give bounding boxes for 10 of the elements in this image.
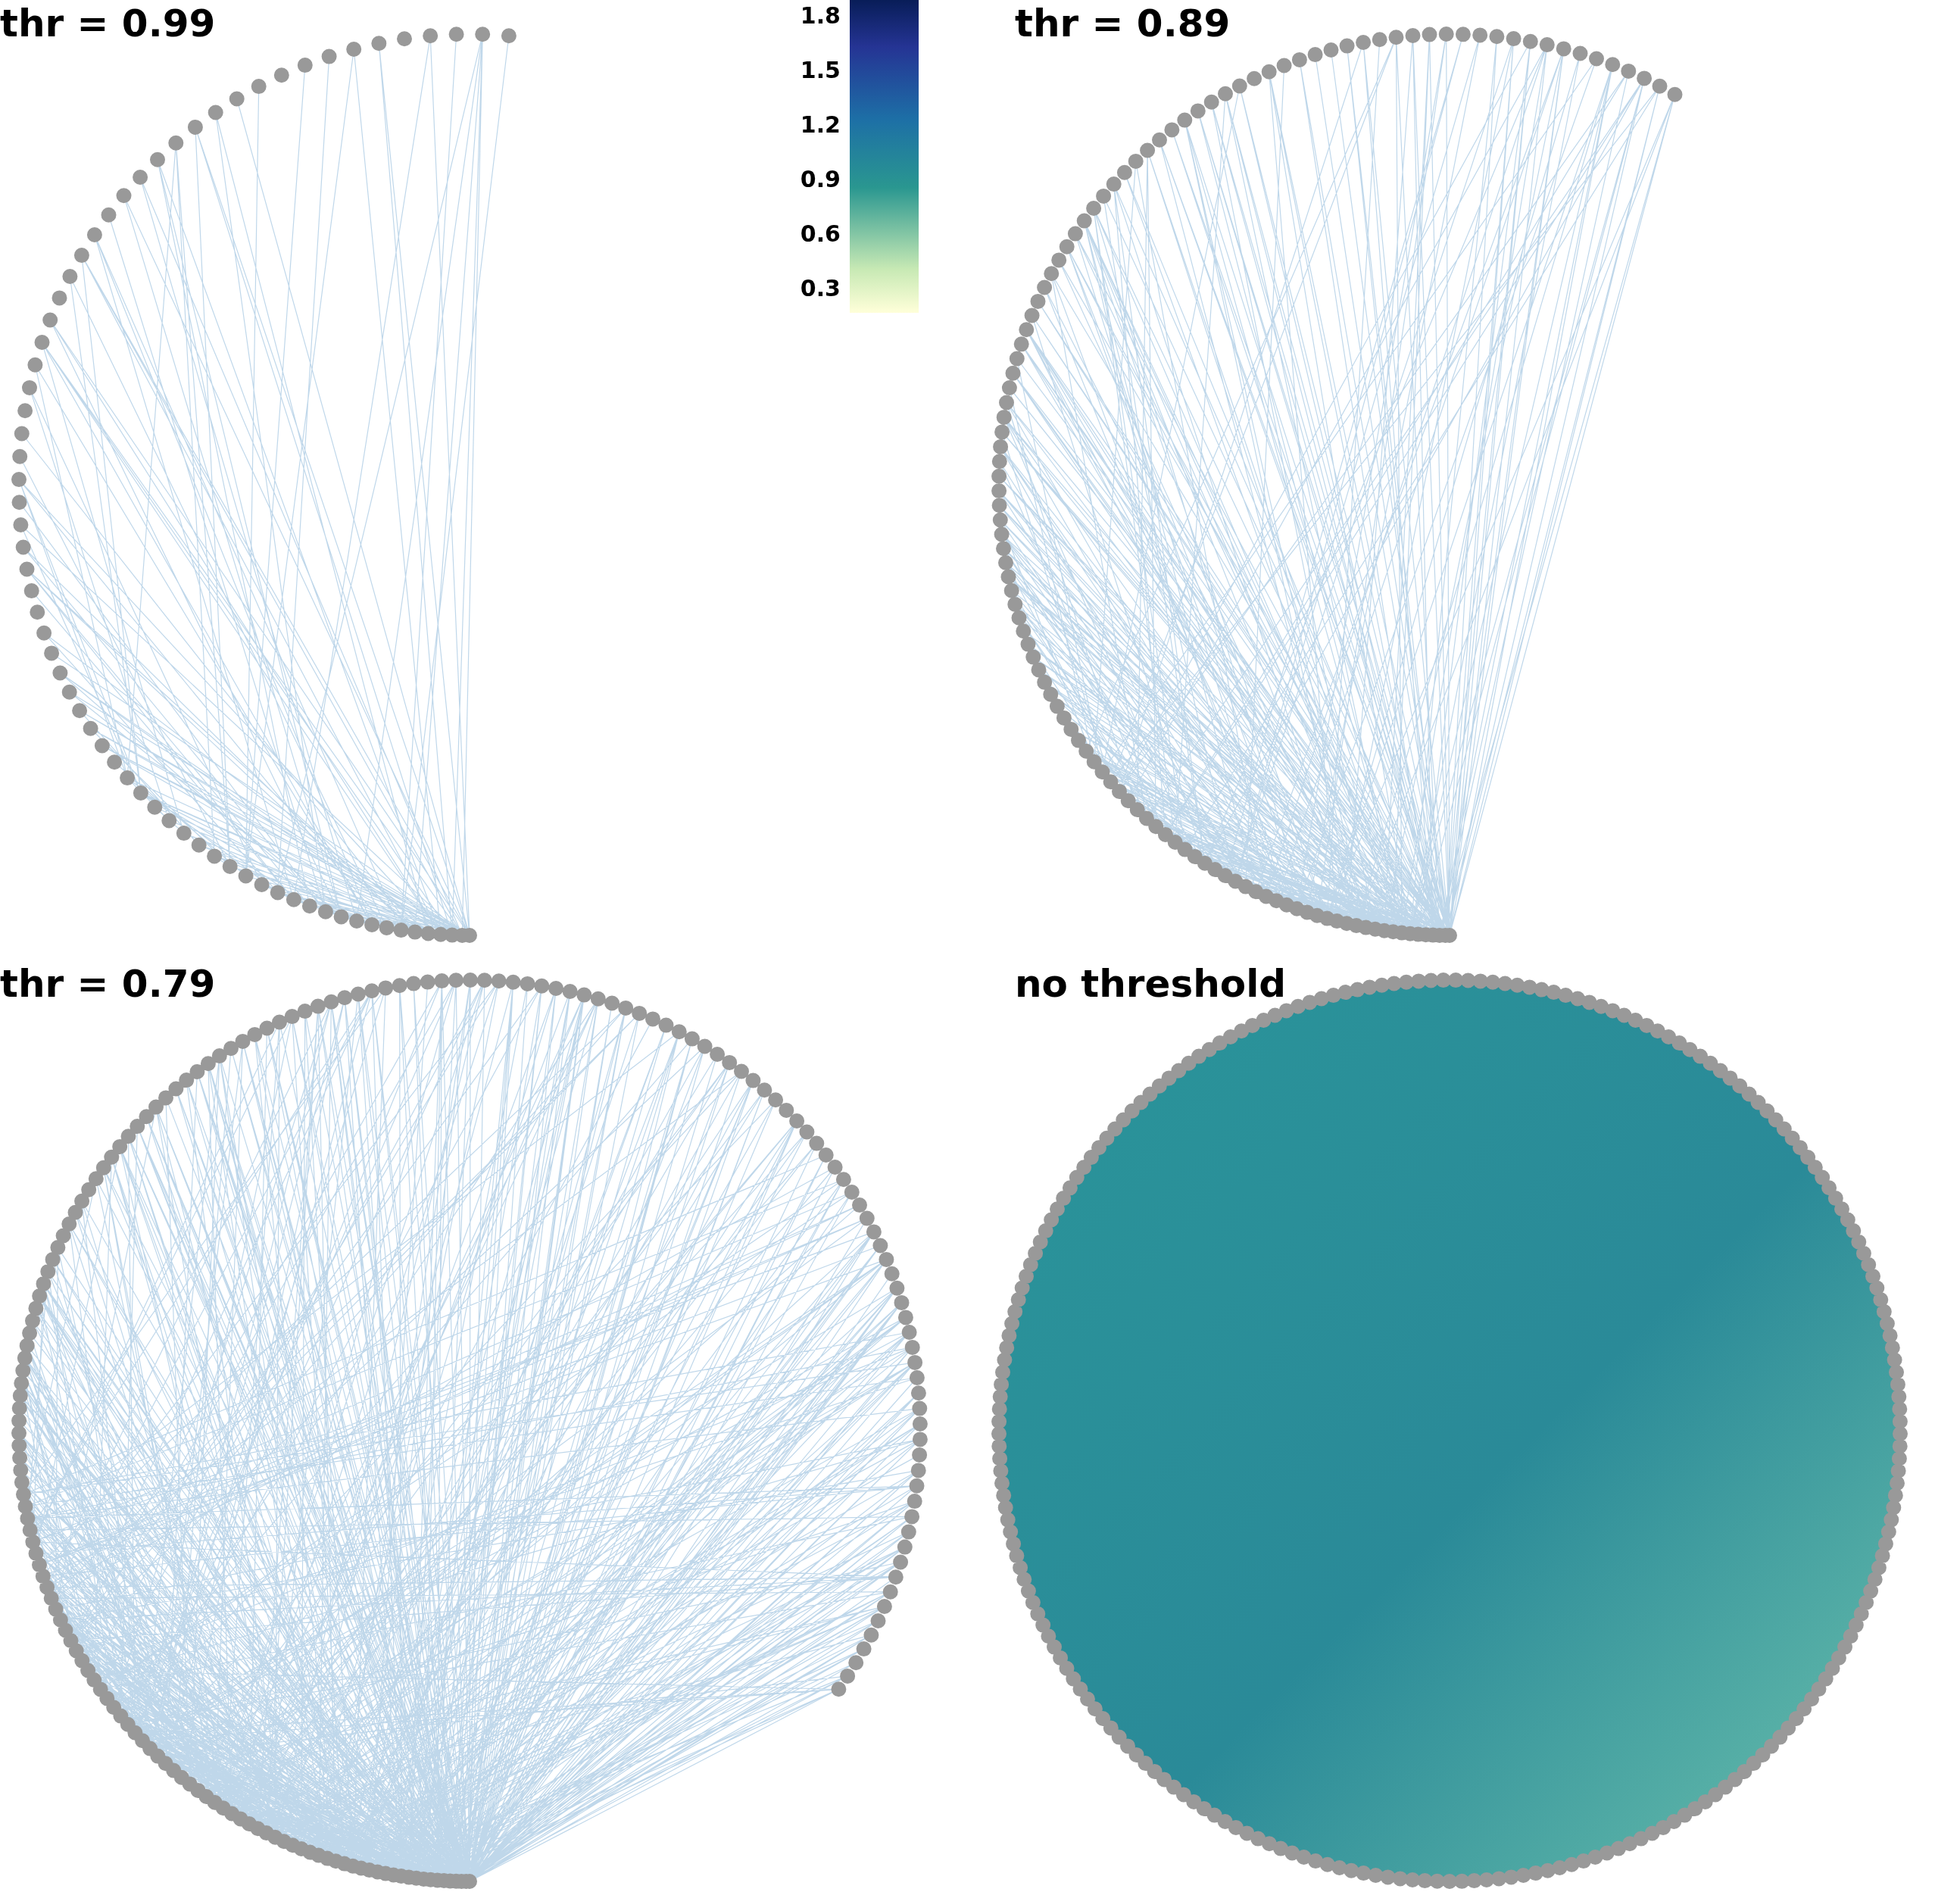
panel-title: no threshold [1015,965,1287,1003]
colorbar-tick-label: 0.6 [799,223,841,245]
colorbar-tick-label: 1.8 [799,5,841,27]
colorbar-tick-label: 1.5 [799,59,841,82]
panel-title: thr = 0.79 [0,965,216,1003]
colorbar-tick-label: 0.3 [799,277,841,300]
colorbar-tick-label: 0.9 [799,168,841,191]
panel-title: thr = 0.99 [0,5,216,42]
colorbar-tick-label: 1.2 [799,114,841,136]
panel-title: thr = 0.89 [1015,5,1231,42]
